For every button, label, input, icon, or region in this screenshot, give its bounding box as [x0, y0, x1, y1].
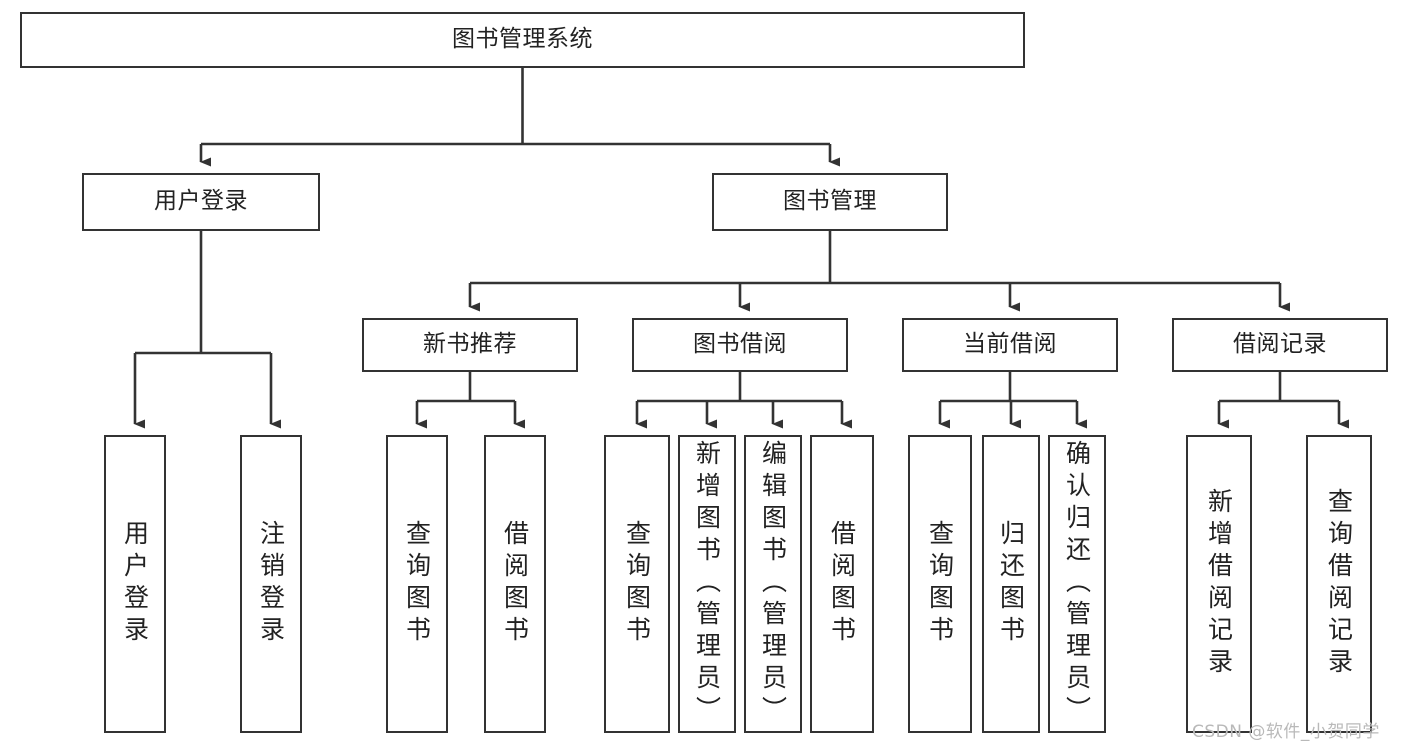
node-leaf-edit-book-admin-label: 编辑图书（管理员）	[758, 440, 788, 728]
node-user-login-label: 用户登录	[154, 188, 248, 215]
node-leaf-borrow-query-book-label: 查询图书	[622, 520, 652, 648]
node-leaf-add-book-admin[interactable]: 新增图书（管理员）	[678, 435, 736, 733]
node-book-manage-label: 图书管理	[783, 188, 877, 215]
node-leaf-user-login-label: 用户登录	[120, 520, 150, 648]
node-new-book-recommend[interactable]: 新书推荐	[362, 318, 578, 372]
node-leaf-add-book-admin-label: 新增图书（管理员）	[692, 440, 722, 728]
node-leaf-query-borrow-record-label: 查询借阅记录	[1324, 488, 1354, 680]
node-leaf-user-logout-label: 注销登录	[256, 520, 286, 648]
node-current-borrow-label: 当前借阅	[963, 331, 1057, 358]
node-leaf-return-book[interactable]: 归还图书	[982, 435, 1040, 733]
node-leaf-recommend-borrow-book[interactable]: 借阅图书	[484, 435, 546, 733]
node-root-label: 图书管理系统	[452, 26, 593, 53]
node-leaf-borrow-book[interactable]: 借阅图书	[810, 435, 874, 733]
csdn-watermark: CSDN @软件_小贺同学	[1192, 722, 1380, 742]
node-leaf-add-borrow-record-label: 新增借阅记录	[1204, 488, 1234, 680]
node-leaf-recommend-query-book-label: 查询图书	[402, 520, 432, 648]
node-leaf-user-logout[interactable]: 注销登录	[240, 435, 302, 733]
node-user-login[interactable]: 用户登录	[82, 173, 320, 231]
node-leaf-user-login[interactable]: 用户登录	[104, 435, 166, 733]
node-root[interactable]: 图书管理系统	[20, 12, 1025, 68]
node-leaf-edit-book-admin[interactable]: 编辑图书（管理员）	[744, 435, 802, 733]
node-leaf-recommend-query-book[interactable]: 查询图书	[386, 435, 448, 733]
node-book-borrow-label: 图书借阅	[693, 331, 787, 358]
node-leaf-current-query-book[interactable]: 查询图书	[908, 435, 972, 733]
node-leaf-borrow-query-book[interactable]: 查询图书	[604, 435, 670, 733]
node-new-book-recommend-label: 新书推荐	[423, 331, 517, 358]
node-book-manage[interactable]: 图书管理	[712, 173, 948, 231]
node-leaf-confirm-return-admin[interactable]: 确认归还（管理员）	[1048, 435, 1106, 733]
node-book-borrow[interactable]: 图书借阅	[632, 318, 848, 372]
node-leaf-recommend-borrow-book-label: 借阅图书	[500, 520, 530, 648]
node-leaf-current-query-book-label: 查询图书	[925, 520, 955, 648]
node-borrow-record-label: 借阅记录	[1233, 331, 1327, 358]
node-leaf-confirm-return-admin-label: 确认归还（管理员）	[1062, 440, 1092, 728]
node-leaf-add-borrow-record[interactable]: 新增借阅记录	[1186, 435, 1252, 733]
node-leaf-borrow-book-label: 借阅图书	[827, 520, 857, 648]
node-leaf-query-borrow-record[interactable]: 查询借阅记录	[1306, 435, 1372, 733]
node-leaf-return-book-label: 归还图书	[996, 520, 1026, 648]
node-borrow-record[interactable]: 借阅记录	[1172, 318, 1388, 372]
node-current-borrow[interactable]: 当前借阅	[902, 318, 1118, 372]
